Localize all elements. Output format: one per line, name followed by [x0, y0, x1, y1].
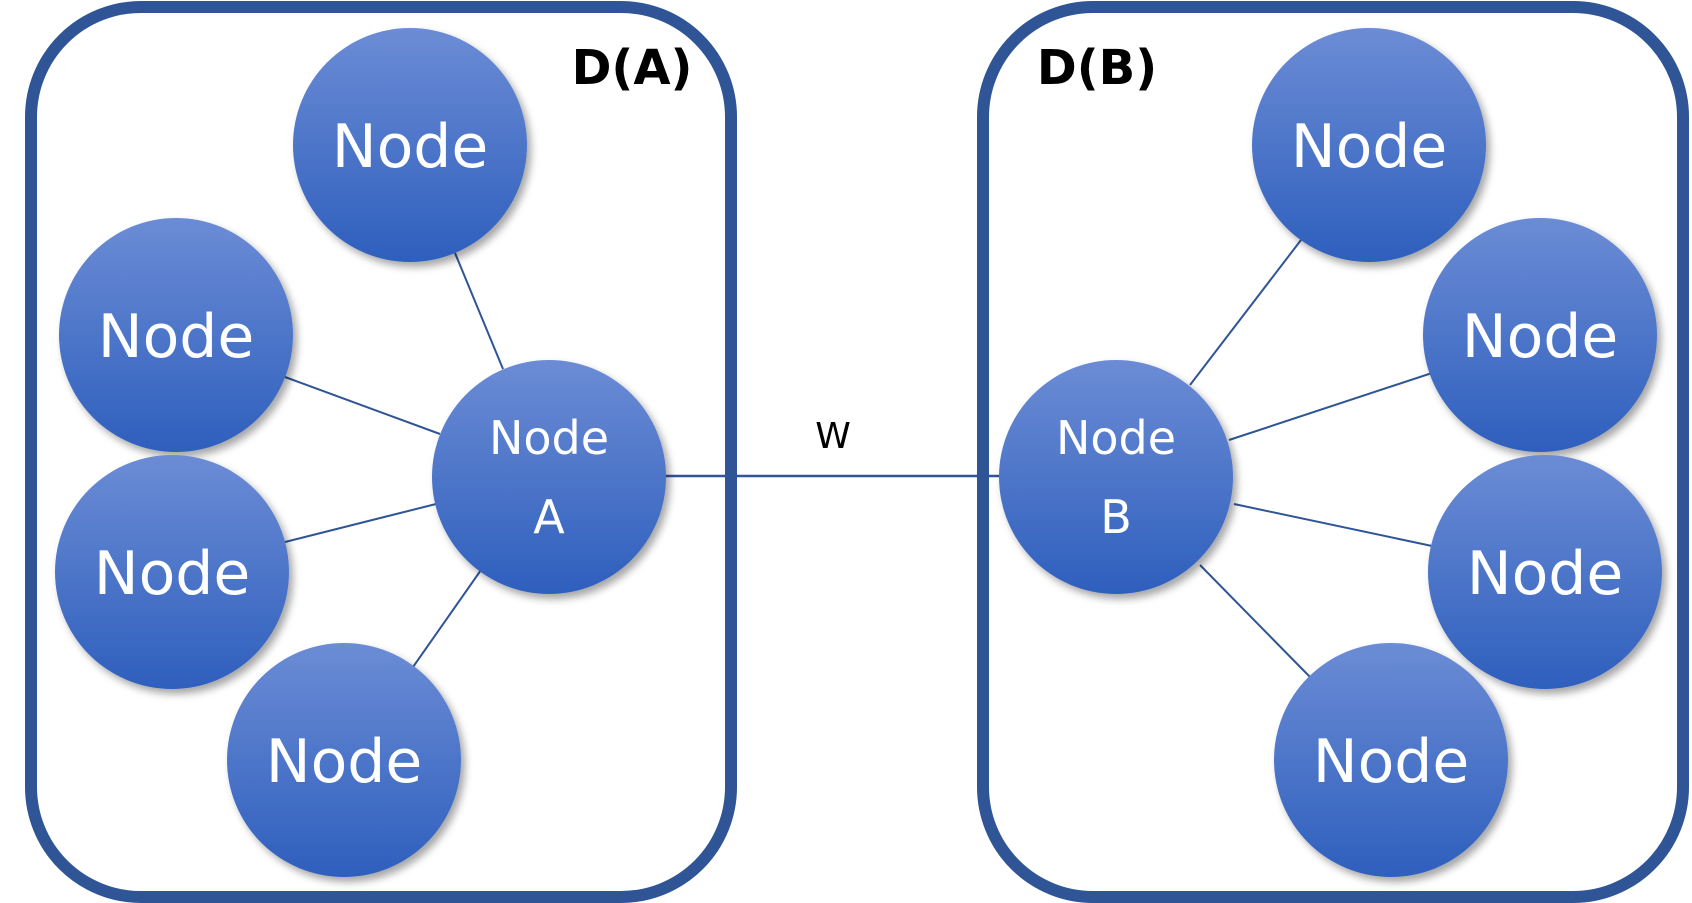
- node-label: Node: [1313, 727, 1470, 797]
- node-label: Node: [332, 112, 489, 182]
- hub-node-b-line1: Node: [1056, 411, 1176, 465]
- node-label: Node: [94, 539, 251, 609]
- edge-a-top: [454, 252, 504, 370]
- group-a-node-2: Node: [59, 218, 293, 452]
- edge-a-bottom: [412, 569, 482, 668]
- node-label: Node: [1467, 539, 1624, 609]
- node-label: Node: [266, 727, 423, 797]
- group-a-node-1: Node: [293, 28, 527, 262]
- edge-a-lower-left: [284, 503, 437, 543]
- group-a-label: D(A): [572, 40, 693, 96]
- edge-b-top: [1189, 239, 1302, 386]
- hub-node-a-line1: Node: [489, 411, 609, 465]
- edge-b-upper-right: [1228, 372, 1433, 441]
- group-b-label: D(B): [1037, 40, 1157, 96]
- node-label: Node: [98, 302, 255, 372]
- node-label: Node: [1462, 302, 1619, 372]
- hub-node-a: Node A: [432, 360, 666, 594]
- node-label: Node: [1291, 112, 1448, 182]
- hub-node-b: Node B: [999, 360, 1233, 594]
- group-b-node-1: Node: [1252, 28, 1486, 262]
- edge-a-upper-left: [284, 376, 441, 435]
- group-b-node-3: Node: [1428, 455, 1662, 689]
- group-a-node-4: Node: [227, 643, 461, 877]
- edge-b-lower-right: [1233, 503, 1433, 547]
- link-w-label: W: [815, 416, 851, 457]
- group-b-node-4: Node: [1274, 643, 1508, 877]
- hub-node-a-line2: A: [533, 490, 565, 544]
- edge-b-bottom: [1199, 564, 1312, 679]
- group-a-node-3: Node: [55, 455, 289, 689]
- hub-node-b-line2: B: [1100, 490, 1132, 544]
- group-b-node-2: Node: [1423, 218, 1657, 452]
